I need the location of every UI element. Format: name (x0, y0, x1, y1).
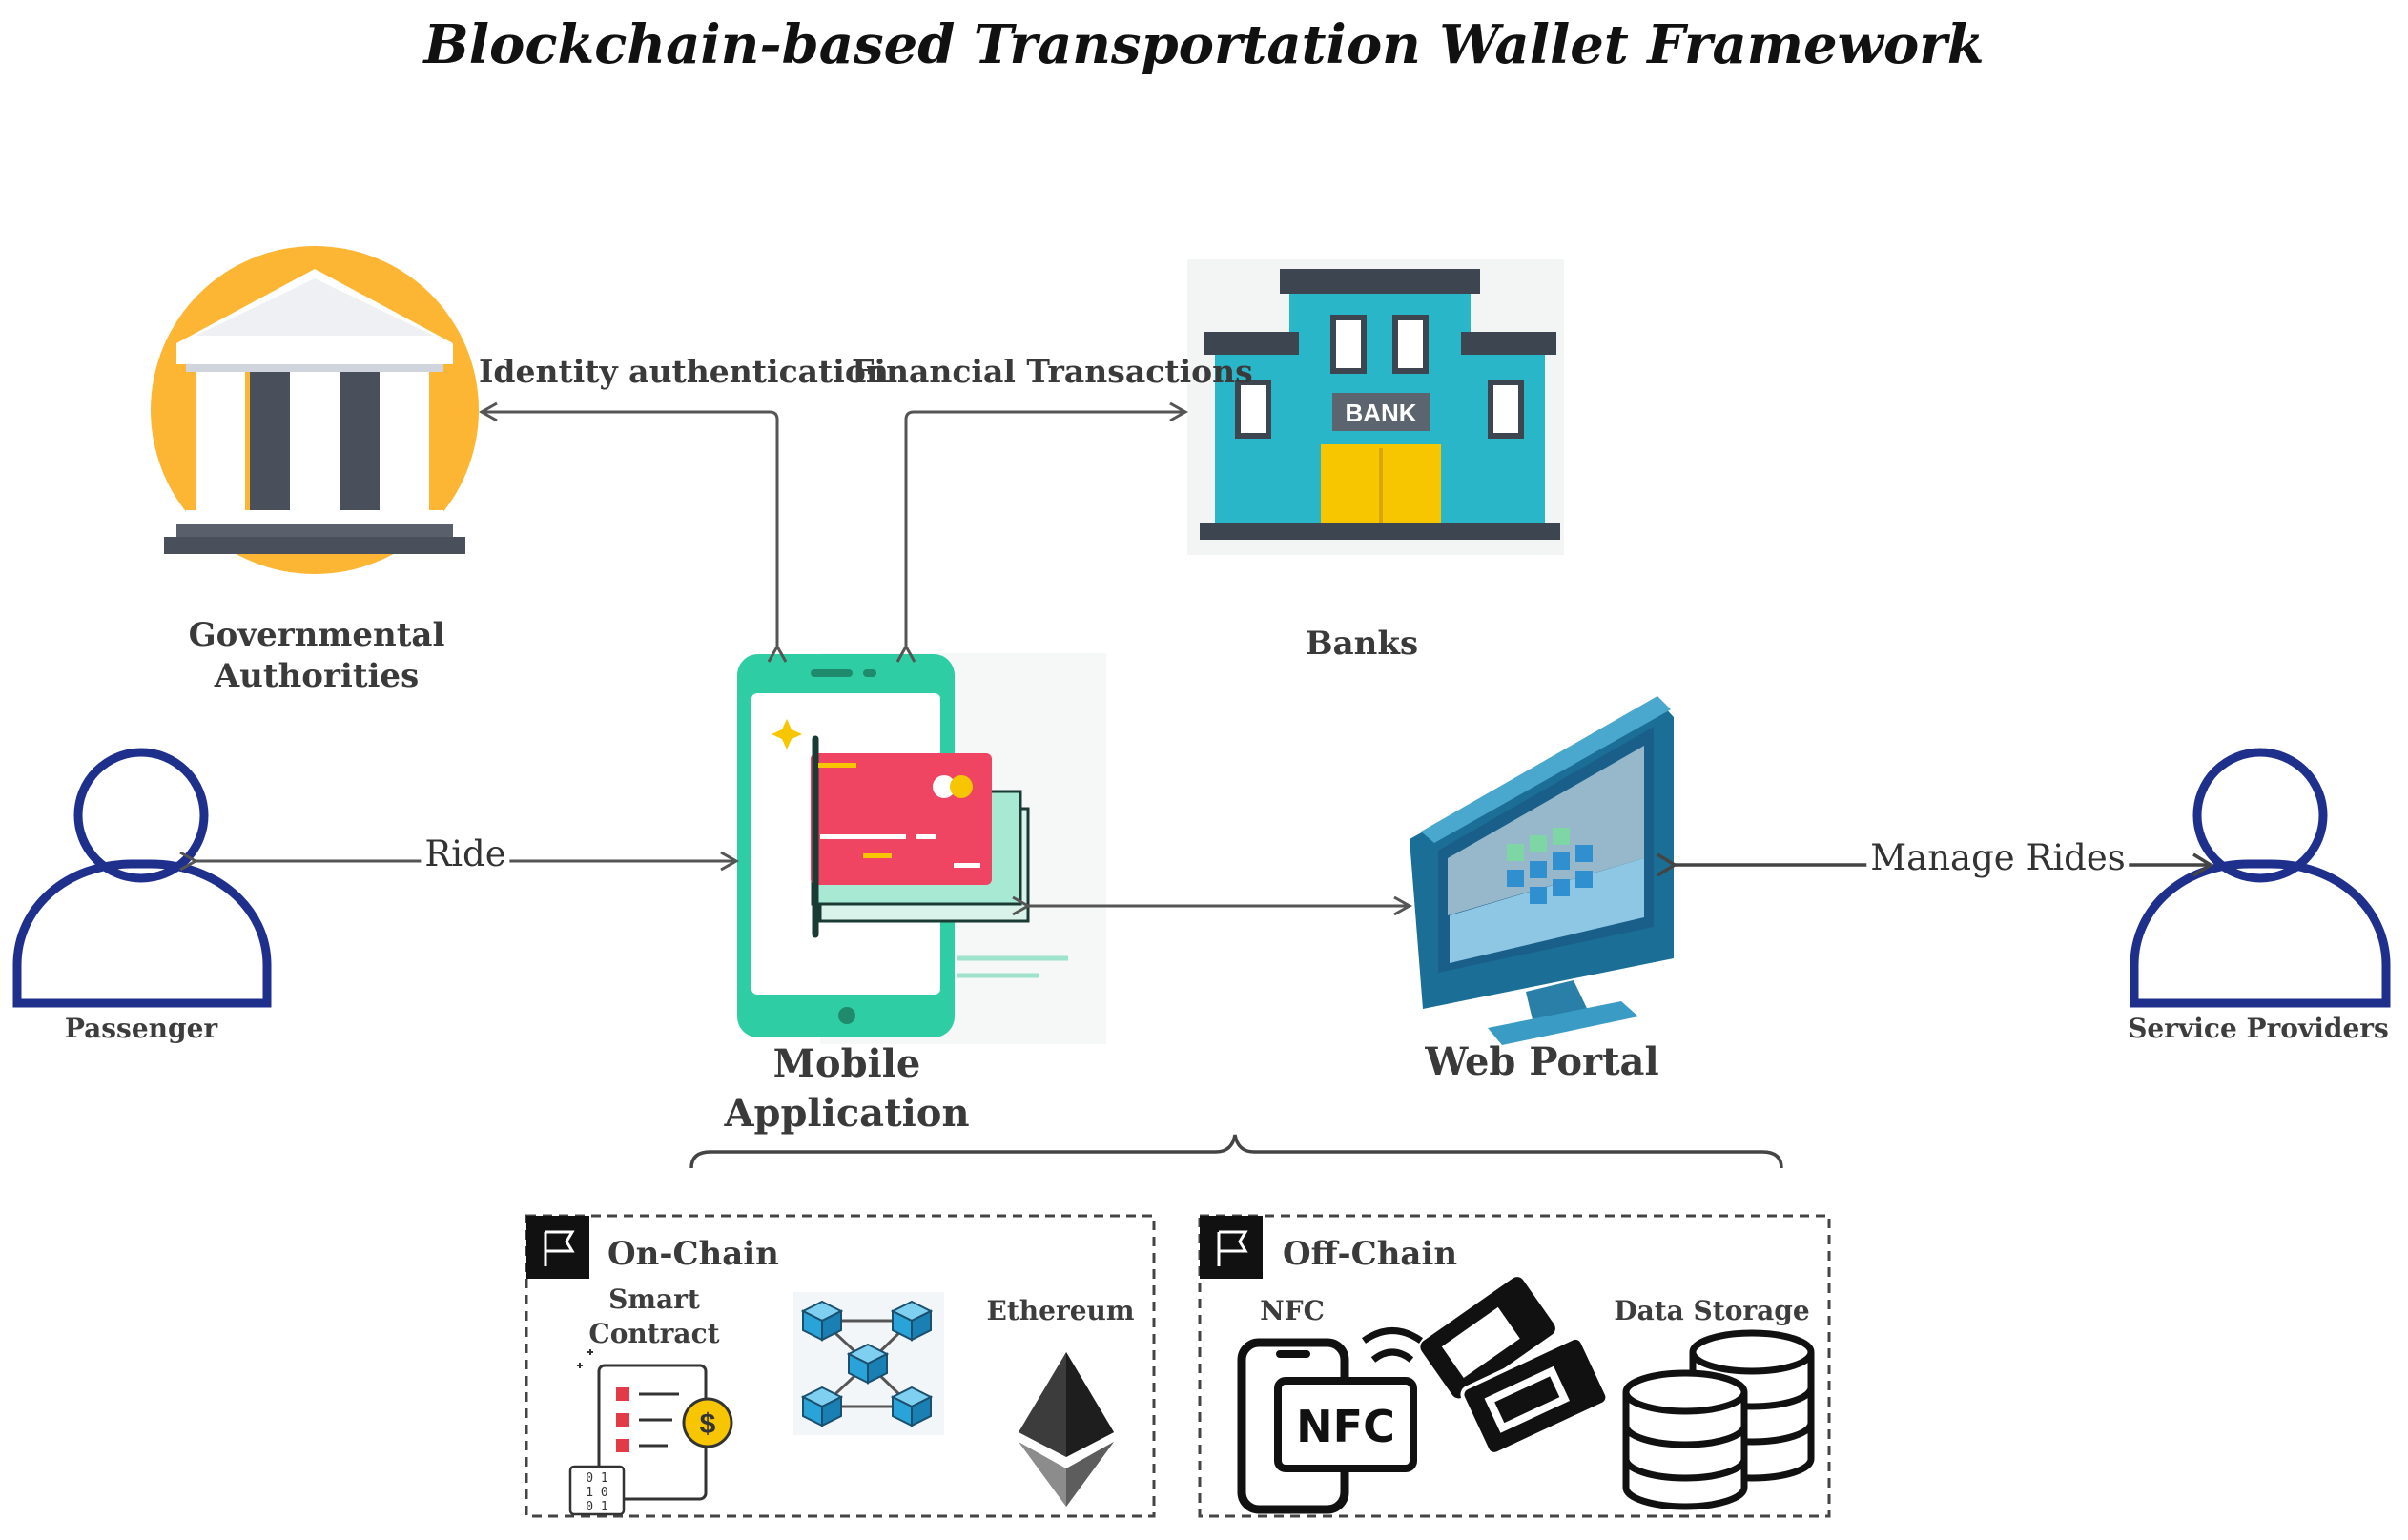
bank-sign-text: BANK (1345, 399, 1416, 427)
ethereum-icon (1019, 1352, 1114, 1507)
diagram-title: Blockchain-based Transportation Wallet F… (423, 13, 1985, 76)
on-chain-title: On-Chain (607, 1235, 779, 1273)
off-chain-title: Off-Chain (1283, 1235, 1458, 1273)
banks-label: Banks (1305, 625, 1419, 663)
smart-contract-label: Smart Contract (588, 1283, 720, 1349)
nfc-phone-icon: NFC (1237, 1327, 1424, 1514)
financial-arrow (895, 401, 1189, 663)
off-chain-box (1198, 1214, 1831, 1518)
mobile-wallet-icon (737, 653, 1106, 1044)
mobile-application-label: Mobile Application (724, 1041, 970, 1136)
block-cube (800, 1386, 844, 1427)
flag-icon (526, 1216, 589, 1279)
web-portal-label: Web Portal (1425, 1039, 1659, 1084)
block-cube (800, 1300, 844, 1342)
nfc-label: NFC (1260, 1295, 1325, 1326)
service-provider-person-icon (2130, 748, 2391, 1008)
government-label: Governmental Authorities (188, 616, 445, 695)
on-chain-box (525, 1214, 1156, 1518)
web-portal-monitor-icon (1410, 696, 1674, 1045)
tickets-icon (1420, 1277, 1610, 1456)
nfc-symbol: NFC (1296, 1401, 1395, 1452)
grouping-brace (689, 1134, 1783, 1169)
passenger-person-icon (12, 748, 272, 1008)
binary-line-1: 0 1 (586, 1471, 607, 1486)
blockchain-cubes-icon (793, 1292, 944, 1435)
government-building-icon (151, 246, 479, 574)
ethereum-label: Ethereum (986, 1295, 1135, 1326)
financial-transactions-label: Financial Transactions (852, 353, 1253, 390)
binary-line-2: 1 0 (586, 1486, 607, 1500)
binary-line-3: 0 1 (586, 1500, 607, 1514)
identity-arrow (478, 401, 788, 663)
database-icon (1622, 1329, 1815, 1510)
block-cube (890, 1386, 934, 1427)
block-cube (890, 1300, 934, 1342)
block-cube (846, 1343, 890, 1385)
identity-authentication-label: Identity authentication (479, 353, 889, 390)
ride-label: Ride (421, 833, 510, 874)
manage-rides-label: Manage Rides (1866, 837, 2130, 878)
passenger-label: Passenger (64, 1013, 218, 1044)
service-providers-label: Service Providers (2128, 1013, 2389, 1044)
bank-building-icon: BANK (1187, 259, 1564, 555)
dollar-symbol: $ (700, 1408, 716, 1440)
smart-contract-icon: $ 0 1 1 0 0 1 (568, 1349, 733, 1516)
flag-icon (1200, 1216, 1263, 1279)
data-storage-label: Data Storage (1614, 1295, 1810, 1326)
